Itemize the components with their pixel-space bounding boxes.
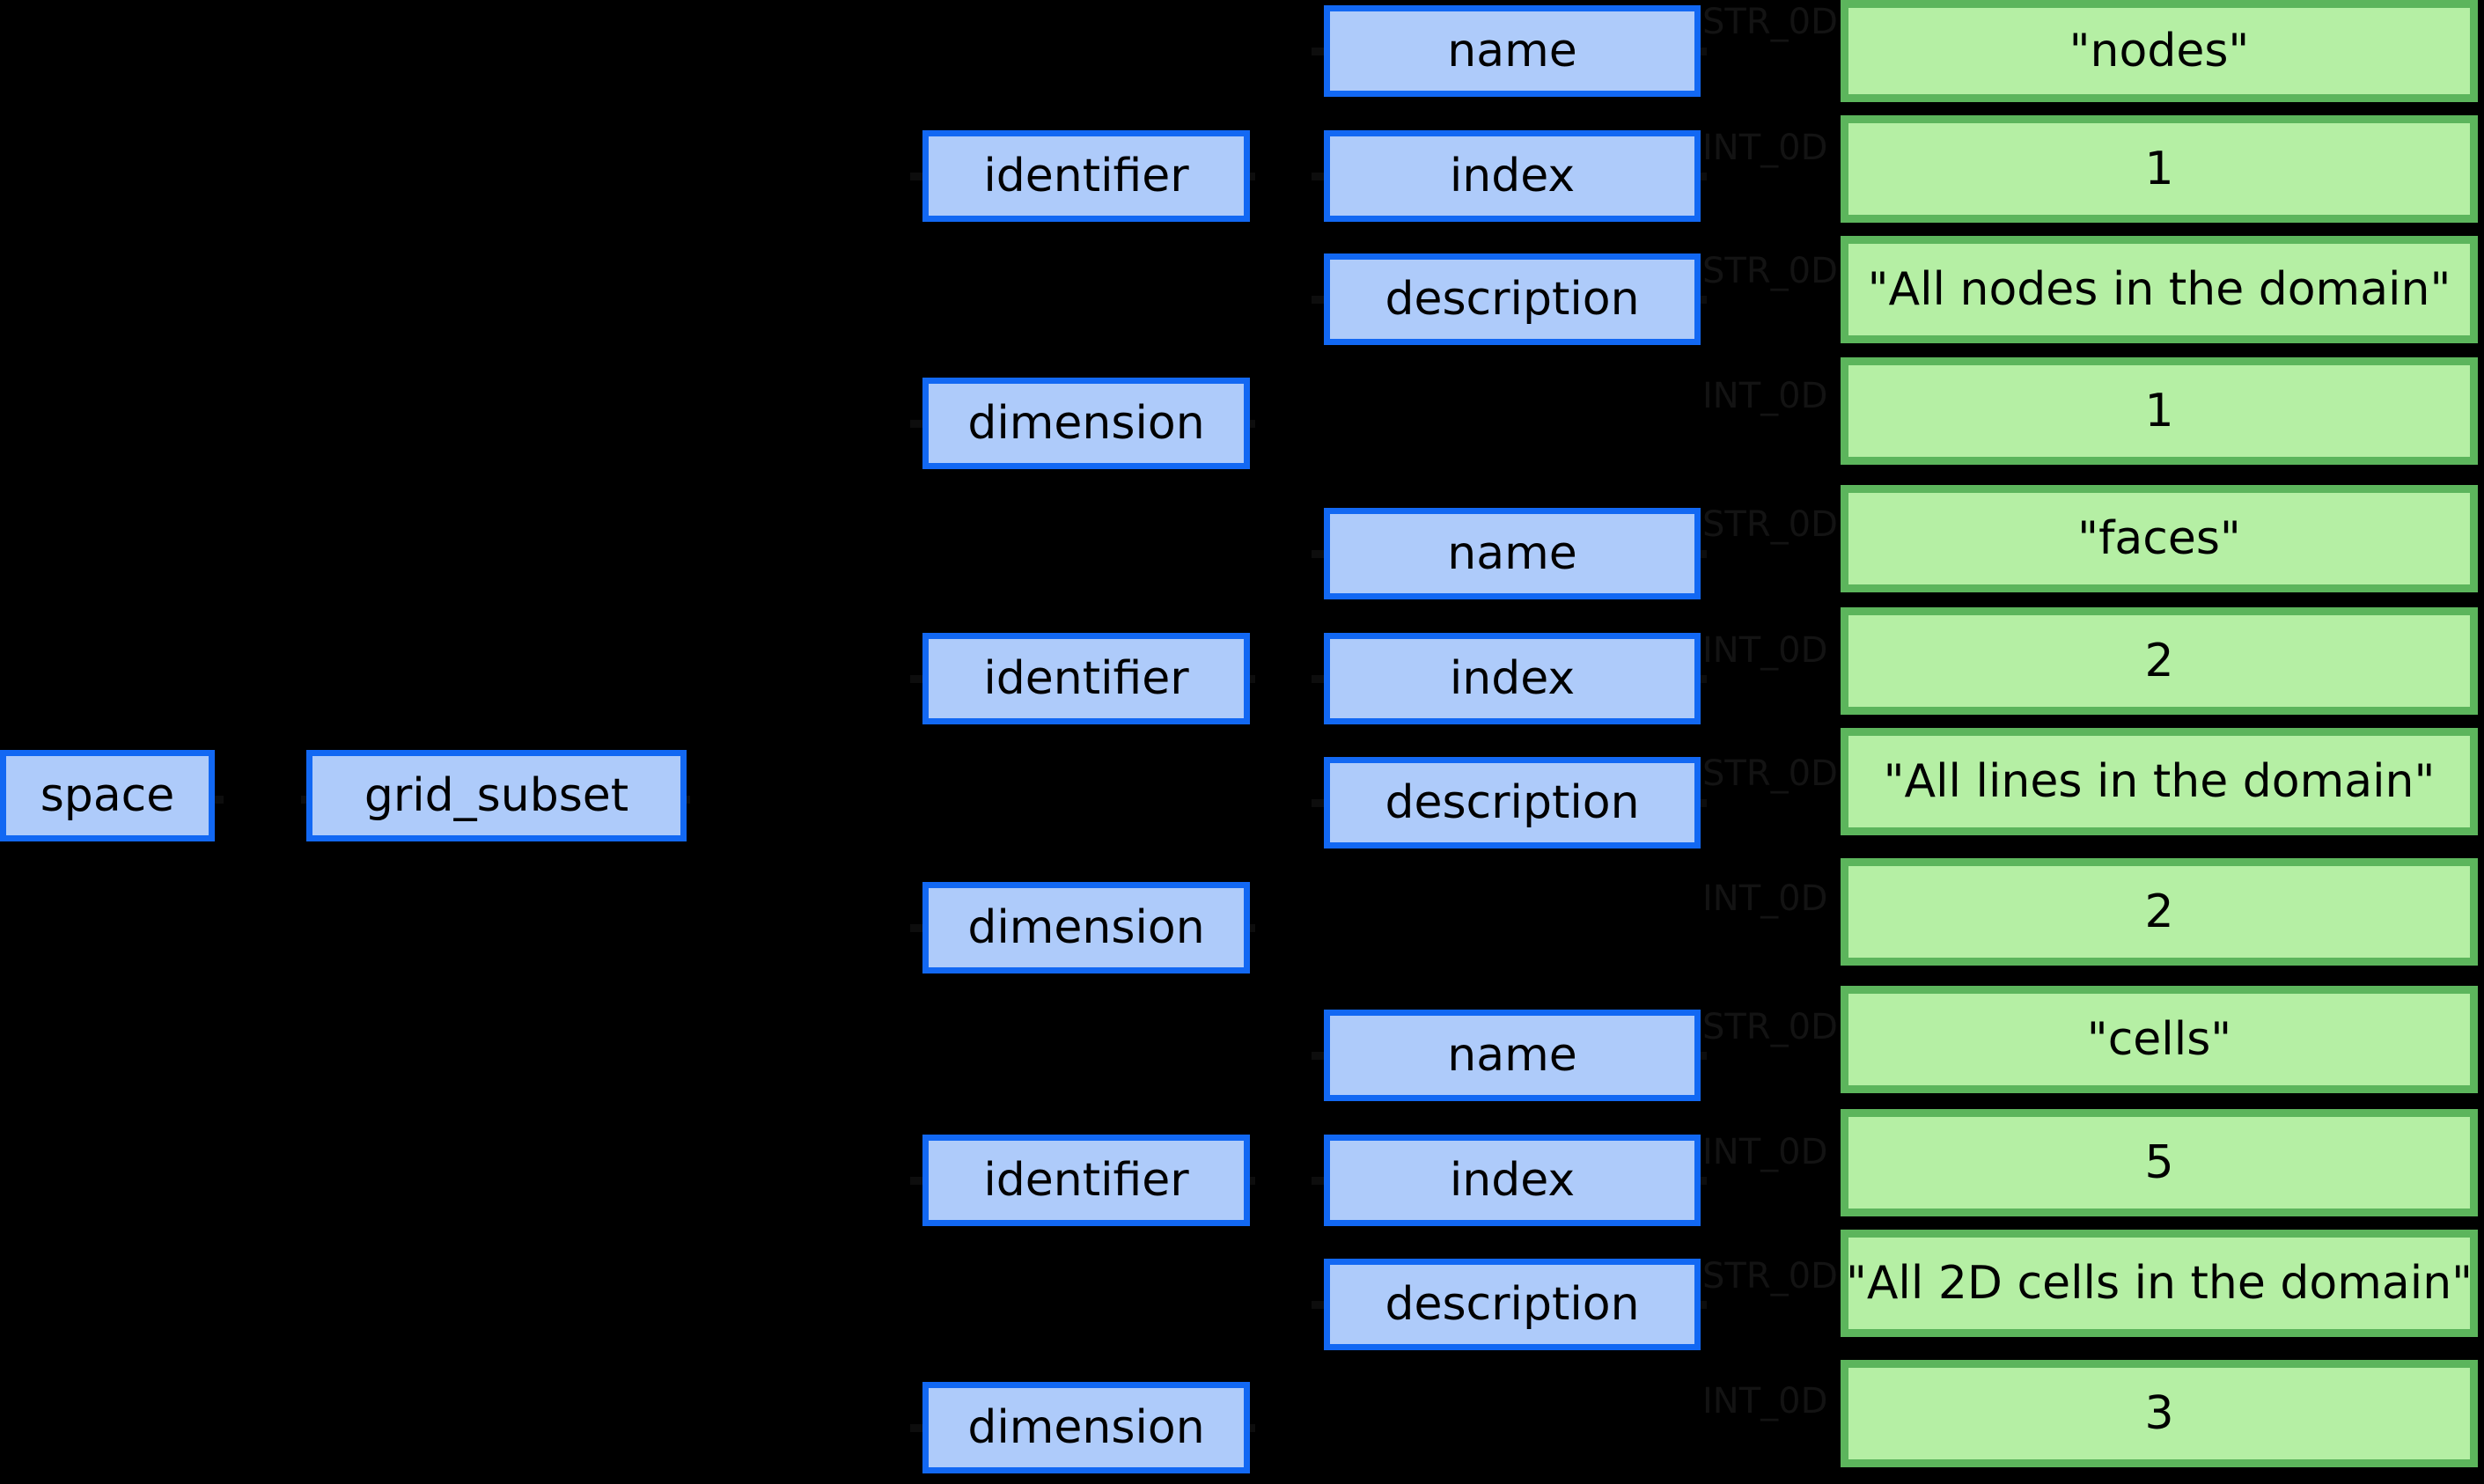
edge-type-label-dimension-1: INT_0D xyxy=(1702,376,1828,416)
value-description-2-text: "All lines in the domain" xyxy=(1883,755,2436,808)
node-name-2-label: name xyxy=(1447,527,1577,580)
value-dimension-3-text: 3 xyxy=(2144,1387,2174,1440)
value-dimension-1-text: 1 xyxy=(2144,385,2174,437)
edge-space-out xyxy=(211,796,224,804)
value-description-3[interactable]: "All 2D cells in the domain" xyxy=(1841,1230,2478,1337)
node-index-2-label: index xyxy=(1449,652,1576,705)
node-name-1-label: name xyxy=(1447,25,1577,77)
edge-index-3-out xyxy=(1694,1177,1707,1185)
value-description-3-text: "All 2D cells in the domain" xyxy=(1845,1257,2473,1310)
value-dimension-1[interactable]: 1 xyxy=(1841,357,2478,465)
value-description-1-text: "All nodes in the domain" xyxy=(1867,263,2451,316)
node-description-1[interactable]: description xyxy=(1324,253,1701,345)
edge-name-1-in xyxy=(1312,48,1324,55)
edge-index-2-in xyxy=(1312,675,1324,683)
node-index-3-label: index xyxy=(1449,1154,1576,1207)
edge-dimension-1-in xyxy=(910,420,922,428)
value-index-2-text: 2 xyxy=(2144,635,2174,687)
value-name-1-text: "nodes" xyxy=(2069,25,2250,77)
node-grid-subset[interactable]: grid_subset xyxy=(306,750,687,841)
node-dimension-3-label: dimension xyxy=(967,1401,1205,1454)
node-dimension-1-label: dimension xyxy=(967,397,1205,450)
value-index-3-text: 5 xyxy=(2144,1136,2174,1189)
edge-type-label-description-2: STR_0D xyxy=(1702,753,1838,794)
node-description-3[interactable]: description xyxy=(1324,1259,1701,1350)
edge-description-2-in xyxy=(1312,799,1324,807)
edge-type-label-dimension-2: INT_0D xyxy=(1702,878,1828,919)
edge-dimension-2-in xyxy=(910,924,922,932)
node-space-label: space xyxy=(40,769,175,822)
node-dimension-1[interactable]: dimension xyxy=(922,378,1250,469)
edge-identifier-1-in xyxy=(910,173,922,180)
node-name-2[interactable]: name xyxy=(1324,508,1701,599)
edge-index-2-out xyxy=(1694,675,1707,683)
edge-type-label-name-2: STR_0D xyxy=(1702,504,1838,545)
edge-name-2-in xyxy=(1312,550,1324,558)
node-name-3[interactable]: name xyxy=(1324,1010,1701,1101)
node-dimension-3[interactable]: dimension xyxy=(922,1382,1250,1473)
edge-description-3-in xyxy=(1312,1301,1324,1309)
edge-name-2-out xyxy=(1694,550,1707,558)
edge-type-label-index-1: INT_0D xyxy=(1702,128,1828,168)
edge-type-label-index-2: INT_0D xyxy=(1702,630,1828,671)
node-identifier-2-label: identifier xyxy=(983,652,1189,705)
edge-type-label-description-1: STR_0D xyxy=(1702,251,1838,291)
node-identifier-3[interactable]: identifier xyxy=(922,1135,1250,1226)
value-dimension-2[interactable]: 2 xyxy=(1841,858,2478,966)
value-index-1[interactable]: 1 xyxy=(1841,115,2478,223)
node-grid-subset-label: grid_subset xyxy=(364,769,629,822)
edge-type-label-index-3: INT_0D xyxy=(1702,1132,1828,1172)
edge-index-3-in xyxy=(1312,1177,1324,1185)
edge-dimension-3-in xyxy=(910,1424,922,1432)
node-space[interactable]: space xyxy=(0,750,215,841)
edge-description-1-out xyxy=(1694,296,1707,304)
node-description-3-label: description xyxy=(1385,1278,1640,1331)
value-index-2[interactable]: 2 xyxy=(1841,607,2478,715)
edge-index-1-in xyxy=(1312,173,1324,180)
value-name-2-text: "faces" xyxy=(2077,512,2241,565)
node-index-1-label: index xyxy=(1449,150,1576,202)
value-index-3[interactable]: 5 xyxy=(1841,1109,2478,1216)
value-name-1[interactable]: "nodes" xyxy=(1841,0,2478,102)
node-description-2-label: description xyxy=(1385,776,1640,829)
edge-name-1-out xyxy=(1694,48,1707,55)
edge-type-label-dimension-3: INT_0D xyxy=(1702,1381,1828,1422)
node-identifier-1-label: identifier xyxy=(983,150,1189,202)
node-identifier-2[interactable]: identifier xyxy=(922,633,1250,724)
node-index-2[interactable]: index xyxy=(1324,633,1701,724)
edge-description-3-out xyxy=(1694,1301,1707,1309)
value-description-1[interactable]: "All nodes in the domain" xyxy=(1841,236,2478,343)
edge-description-1-in xyxy=(1312,296,1324,304)
node-identifier-3-label: identifier xyxy=(983,1154,1189,1207)
edge-identifier-3-in xyxy=(910,1177,922,1185)
node-description-1-label: description xyxy=(1385,273,1640,326)
value-name-3[interactable]: "cells" xyxy=(1841,986,2478,1093)
node-name-1[interactable]: name xyxy=(1324,5,1701,97)
node-index-1[interactable]: index xyxy=(1324,130,1701,222)
edge-name-3-in xyxy=(1312,1052,1324,1060)
edge-name-3-out xyxy=(1694,1052,1707,1060)
value-name-3-text: "cells" xyxy=(2086,1013,2232,1066)
edge-index-1-out xyxy=(1694,173,1707,180)
value-name-2[interactable]: "faces" xyxy=(1841,485,2478,592)
edge-description-2-out xyxy=(1694,799,1707,807)
node-dimension-2[interactable]: dimension xyxy=(922,882,1250,973)
node-name-3-label: name xyxy=(1447,1029,1577,1082)
edge-identifier-2-in xyxy=(910,675,922,683)
edge-type-label-name-1: STR_0D xyxy=(1702,2,1838,42)
edge-type-label-name-3: STR_0D xyxy=(1702,1007,1838,1047)
node-description-2[interactable]: description xyxy=(1324,757,1701,849)
node-dimension-2-label: dimension xyxy=(967,901,1205,954)
node-index-3[interactable]: index xyxy=(1324,1135,1701,1226)
value-dimension-2-text: 2 xyxy=(2144,885,2174,938)
value-dimension-3[interactable]: 3 xyxy=(1841,1360,2478,1467)
value-description-2[interactable]: "All lines in the domain" xyxy=(1841,728,2478,835)
node-identifier-1[interactable]: identifier xyxy=(922,130,1250,222)
value-index-1-text: 1 xyxy=(2144,143,2174,195)
edge-type-label-description-3: STR_0D xyxy=(1702,1256,1838,1297)
